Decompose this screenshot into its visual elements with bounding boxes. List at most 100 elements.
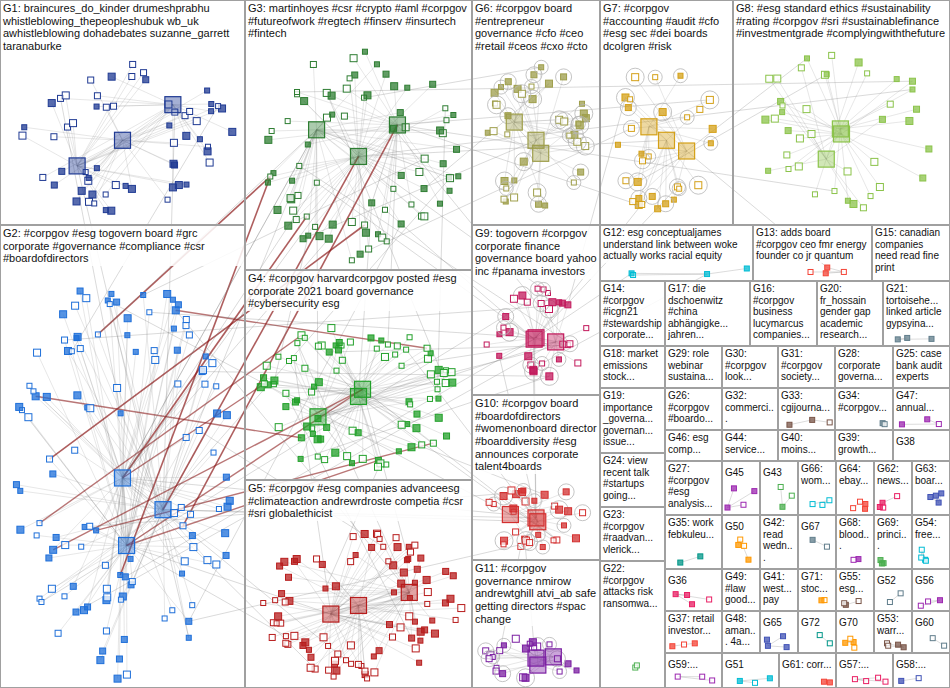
vertex xyxy=(175,182,182,189)
vertex xyxy=(307,664,314,671)
graph-edge xyxy=(49,546,127,558)
vertex xyxy=(318,436,324,442)
vertex xyxy=(290,178,295,183)
vertex xyxy=(279,591,285,597)
vertex xyxy=(152,356,159,363)
vertex xyxy=(171,326,176,331)
group-label: G41: west... pay xyxy=(761,570,797,607)
group-label: G52 xyxy=(875,574,898,588)
vertex xyxy=(320,634,327,641)
graph-edge xyxy=(299,156,358,165)
vertex xyxy=(827,680,832,685)
vertex-ring xyxy=(525,362,543,380)
group-label: G50 xyxy=(723,520,746,534)
vertex xyxy=(331,674,336,679)
vertex xyxy=(347,339,353,345)
vertex xyxy=(850,200,857,207)
group-label: G18: market emissions stock... xyxy=(601,347,664,384)
vertex xyxy=(561,118,568,125)
vertex xyxy=(326,643,331,648)
vertex xyxy=(22,125,27,130)
vertex xyxy=(186,332,192,338)
group-box: G29: role webinar sustaina... xyxy=(665,346,722,388)
vertex-ring xyxy=(534,60,548,74)
group-label: G36 xyxy=(666,574,689,588)
vertex xyxy=(170,608,175,613)
vertex xyxy=(525,353,532,360)
vertex-ring xyxy=(556,69,572,85)
vertex xyxy=(556,506,563,513)
vertex xyxy=(803,106,810,113)
vertex xyxy=(848,636,853,641)
vertex xyxy=(919,555,924,560)
vertex xyxy=(114,675,121,682)
group-label: G48: aman... 4a... xyxy=(723,612,759,649)
vertex xyxy=(510,295,517,302)
vertex xyxy=(396,449,401,454)
vertex xyxy=(936,500,941,505)
vertex xyxy=(774,75,781,82)
vertex xyxy=(283,634,288,639)
hub-vertex xyxy=(355,381,371,397)
graph-edge xyxy=(267,366,363,390)
vertex xyxy=(736,542,741,547)
group-label: G42: read wedn... xyxy=(761,516,797,564)
vertex xyxy=(532,498,537,503)
group-box: G41: west... pay xyxy=(760,569,798,611)
vertex xyxy=(882,422,887,427)
graph-edge xyxy=(289,601,358,606)
group-box: G2: #corpgov #esg togovern board #grc co… xyxy=(0,225,245,688)
graph-edge xyxy=(127,329,174,546)
vertex-ring xyxy=(528,184,546,202)
group-label: G14: #corpgov #icgn21 #stewardship corpo… xyxy=(601,282,664,342)
vertex xyxy=(505,132,510,137)
vertex xyxy=(328,325,335,332)
vertex xyxy=(295,192,301,198)
vertex xyxy=(914,106,920,112)
vertex xyxy=(437,127,444,134)
group-label: G12: esg conceptualjames understand link… xyxy=(601,226,752,263)
graph-edge xyxy=(320,125,398,236)
vertex xyxy=(856,599,861,604)
graph-edge xyxy=(842,134,923,178)
hub-vertex xyxy=(502,507,518,523)
group-label: G62: news... xyxy=(875,462,911,487)
group-box: G31: #corpgov society... xyxy=(778,346,835,388)
vertex xyxy=(334,368,339,373)
vertex xyxy=(421,213,428,220)
vertex xyxy=(384,239,389,244)
graph-edge xyxy=(335,592,410,664)
vertex xyxy=(143,77,149,83)
vertex xyxy=(293,217,299,223)
graph-edge xyxy=(123,318,128,478)
vertex xyxy=(304,214,309,219)
vertex xyxy=(852,677,857,682)
vertex xyxy=(766,75,773,82)
vertex xyxy=(541,287,546,292)
vertex xyxy=(73,609,79,615)
vertex xyxy=(394,544,401,551)
vertex xyxy=(894,77,899,82)
vertex xyxy=(40,174,46,180)
group-label: G20: fr_hossain gender gap academic rese… xyxy=(818,282,882,342)
vertex xyxy=(281,558,288,565)
graph-edge xyxy=(82,105,173,191)
vertex xyxy=(183,132,190,139)
vertex xyxy=(53,534,59,540)
vertex xyxy=(302,639,309,646)
vertex xyxy=(223,412,230,419)
group-box: G45 xyxy=(722,461,760,515)
vertex xyxy=(18,488,23,493)
graph-edge xyxy=(88,478,123,607)
group-label: G31: #corpgov society... xyxy=(779,347,834,384)
vertex xyxy=(879,116,885,122)
vertex xyxy=(118,411,123,416)
vertex xyxy=(887,101,893,107)
group-box: G68: blood... xyxy=(836,515,874,569)
group-label: G5: #corpgov #esg companies advanceesg #… xyxy=(246,481,471,521)
vertex xyxy=(302,365,308,371)
group-label: G16: #corpgov business lucymarcus compan… xyxy=(751,282,816,342)
vertex xyxy=(824,72,829,77)
vertex xyxy=(50,471,56,477)
vertex xyxy=(546,373,553,380)
